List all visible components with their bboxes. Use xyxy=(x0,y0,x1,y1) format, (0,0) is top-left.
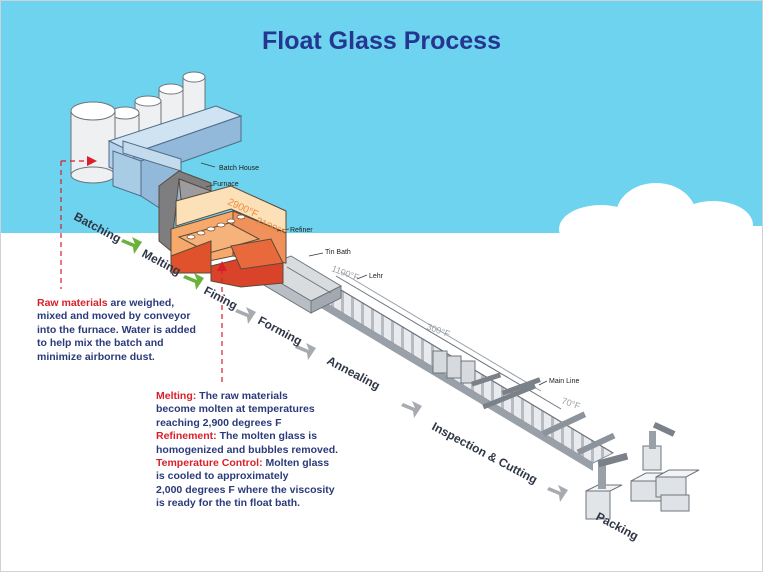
raw-materials-note: Raw materials are weighed, mixed and mov… xyxy=(37,297,196,364)
arrow-fining-forming xyxy=(235,307,256,324)
cutting-station xyxy=(541,411,616,456)
raw-note-line-4: to help mix the batch and xyxy=(37,337,164,350)
stage-forming: Forming xyxy=(256,313,305,348)
page-title: Float Glass Process xyxy=(261,27,501,55)
label-furnace: Furnace xyxy=(213,181,239,188)
temp-control-line-1: Temperature Control: Molten glass xyxy=(156,457,338,470)
temp-control-line-4: is ready for the tin float bath. xyxy=(156,497,301,510)
furnace-burner-ports xyxy=(186,214,246,240)
label-refiner: Refiner xyxy=(290,227,313,234)
silos xyxy=(70,71,206,184)
raw-note-line-2: mixed and moved by conveyor xyxy=(37,310,191,323)
arrow-forming-annealing xyxy=(295,343,316,360)
arrow-melting-fining xyxy=(183,273,204,290)
leader-lines xyxy=(60,156,227,386)
stage-annealing: Annealing xyxy=(325,353,383,393)
cloud-icon xyxy=(559,183,762,253)
melting-line-2: become molten at temperatures xyxy=(156,403,315,416)
packing-robots xyxy=(585,421,700,520)
stage-fining: Fining xyxy=(202,283,240,312)
melting-line-1: Melting: The raw materials xyxy=(156,390,338,403)
refinement-line-1: Refinement: The molten glass is xyxy=(156,430,338,443)
arrow-annealing-inspection xyxy=(401,401,422,418)
batch-house xyxy=(107,105,243,210)
refinement-text-1: The molten glass is xyxy=(216,430,318,443)
temp-control-label: Temperature Control: xyxy=(156,457,263,470)
temp-control-line-2: is cooled to approximately xyxy=(156,470,289,483)
temp-main-line: 70°F xyxy=(560,395,582,411)
label-lehr: Lehr xyxy=(369,273,384,280)
label-ticks xyxy=(200,162,548,386)
raw-note-line-1: Raw materials are weighed, xyxy=(37,297,196,310)
stage-arrows xyxy=(121,237,568,502)
raw-note-line-3: into the furnace. Water is added xyxy=(37,323,196,336)
process-note: Melting: The raw materials become molten… xyxy=(156,390,338,511)
arrow-inspection-packing xyxy=(547,485,568,502)
label-main-line: Main Line xyxy=(549,378,579,385)
refinement-label: Refinement: xyxy=(156,430,217,443)
raw-materials-highlight: Raw materials xyxy=(37,297,108,309)
temp-control-line-3: 2,000 degrees F where the viscosity xyxy=(156,483,335,496)
melting-text-1: The raw materials xyxy=(196,390,288,402)
melting-label: Melting: xyxy=(156,390,197,402)
stage-inspection: Inspection & Cutting xyxy=(430,419,540,486)
temp-tin-bath: 1100°F xyxy=(330,263,361,282)
raw-note-text-1: are weighed, xyxy=(107,297,175,309)
label-tin-bath: Tin Bath xyxy=(325,249,351,256)
label-batch-house: Batch House xyxy=(219,165,259,172)
lehr-gates xyxy=(432,350,541,410)
melting-line-3: reaching 2,900 degrees F xyxy=(156,416,282,429)
refinement-line-2: homogenized and bubbles removed. xyxy=(156,443,339,456)
stage-packing: Packing xyxy=(594,509,641,543)
raw-note-line-5: minimize airborne dust. xyxy=(37,350,155,363)
temp-control-text-1: Molten glass xyxy=(262,457,330,470)
arrow-batching-melting xyxy=(121,237,142,254)
